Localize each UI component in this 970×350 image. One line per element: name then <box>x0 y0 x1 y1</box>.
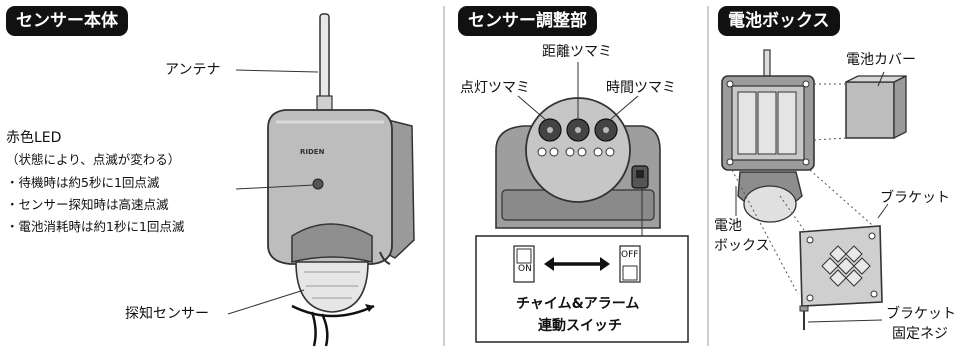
bracket-screw-label-line2: 固定ネジ <box>892 326 948 342</box>
battery-box-illustration <box>721 49 907 330</box>
switch-on-label: ON <box>518 264 532 274</box>
led-title: 赤色LED <box>6 130 62 146</box>
switch-caption-line1: チャイム&アラーム <box>516 296 640 312</box>
sensor-adjust-illustration <box>475 62 689 343</box>
switch-off-label: OFF <box>621 250 639 260</box>
led-note: （状態により、点滅が変わる） <box>6 152 181 167</box>
panel-divider-left <box>443 6 445 346</box>
bracket-label: ブラケット <box>880 190 950 206</box>
led-state-low-battery: ・電池消耗時は約1秒に1回点滅 <box>6 219 185 234</box>
led-state-standby: ・待機時は約5秒に1回点滅 <box>6 175 160 190</box>
antenna-label: アンテナ <box>165 62 221 78</box>
switch-caption-line2: 連動スイッチ <box>538 318 622 334</box>
battery-box-label-line1: 電池 <box>714 218 742 234</box>
brand-mark: RIDEN <box>300 148 325 156</box>
light-knob-label: 点灯ツマミ <box>460 80 530 96</box>
battery-cover-label: 電池カバー <box>846 52 916 68</box>
battery-box-label-line2: ボックス <box>714 238 770 254</box>
battery-box-heading: 電池ボックス <box>718 6 840 36</box>
sensor-adjust-panel: センサー調整部 <box>446 0 704 350</box>
bracket-screw-label-line1: ブラケット <box>886 306 956 322</box>
detect-sensor-label: 探知センサー <box>125 306 209 322</box>
led-state-detecting: ・センサー探知時は高速点滅 <box>6 197 169 212</box>
sensor-body-heading: センサー本体 <box>6 6 128 36</box>
time-knob-label: 時間ツマミ <box>606 80 676 96</box>
distance-knob-label: 距離ツマミ <box>542 44 612 60</box>
sensor-body-illustration <box>227 13 415 347</box>
sensor-body-panel: センサー本体 RIDEN アンテナ 赤色LED （状態により、点滅が変わる） ・… <box>0 0 440 350</box>
sensor-adjust-heading: センサー調整部 <box>458 6 597 36</box>
panel-divider-right <box>707 6 709 346</box>
battery-box-panel: 電池ボックス <box>710 0 970 350</box>
